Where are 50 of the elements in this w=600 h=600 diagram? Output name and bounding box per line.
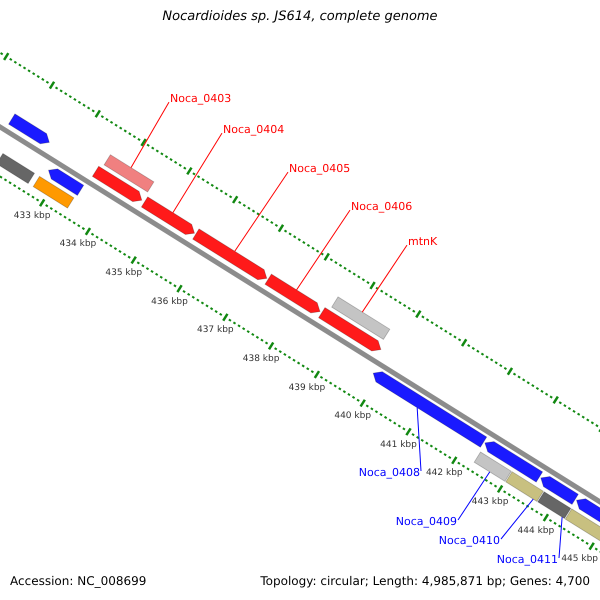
gene-feature-block	[0, 152, 36, 184]
gene-feature-block	[331, 296, 390, 340]
gene-label: Noca_0411	[496, 554, 558, 566]
gene-label: Noca_0404	[223, 124, 284, 136]
gene-label: Noca_0408	[358, 467, 420, 480]
scale-label: 433 kbp	[14, 212, 50, 222]
scale-label: 434 kbp	[60, 240, 96, 250]
gene-feature-pointed	[264, 274, 321, 314]
scale-label: 444 kbp	[518, 526, 554, 536]
gene-label: Noca_0406	[351, 201, 412, 214]
scale-label: 435 kbp	[105, 269, 142, 279]
gene-feature-pointed	[318, 307, 382, 352]
gene-feature-pointed	[8, 113, 50, 144]
leader-line	[296, 210, 350, 290]
leader-line	[416, 407, 422, 472]
gene-label: Noca_0410	[438, 535, 500, 548]
diagram-title: Nocardioides sp. JS614, complete genome	[161, 10, 439, 24]
gene-feature-block	[474, 451, 512, 482]
gene-feature-block	[537, 491, 572, 520]
scale-label: 441 kbp	[380, 440, 417, 451]
gene-label: Noca_0403	[170, 93, 232, 106]
gene-feature-block	[104, 154, 154, 193]
leader-line	[558, 516, 563, 558]
gene-feature-pointed	[372, 371, 488, 448]
scale-label: 437 kbp	[196, 326, 234, 336]
gene-label: mtnK	[408, 236, 438, 248]
leader-line	[172, 132, 222, 214]
scale-label: 443 kbp	[472, 498, 508, 508]
leader-line	[234, 172, 288, 252]
scale-label: 439 kbp	[288, 384, 326, 394]
scale-label: 445 kbp	[561, 555, 598, 566]
gene-feature-pointed	[192, 228, 268, 280]
gene-feature-pointed	[484, 441, 544, 483]
accession-text: Accession: NC_008699	[10, 575, 146, 588]
scale-label: 436 kbp	[151, 298, 188, 308]
scale-label: 440 kbp	[334, 412, 372, 422]
gene-feature-pointed	[92, 166, 142, 202]
genome-info-text: Topology: circular; Length: 4,985,871 bp; Genes: 4,700	[260, 575, 590, 588]
scale-label: 442 kbp	[426, 469, 463, 480]
gene-feature-pointed	[540, 476, 579, 505]
leader-line	[458, 471, 490, 520]
gene-feature-pointed	[48, 168, 84, 196]
gene-feature-block	[32, 176, 74, 209]
gene-feature-pointed	[140, 196, 196, 235]
leader-line	[500, 498, 534, 540]
scale-label: 438 kbp	[242, 354, 280, 365]
gene-label: Noca_0409	[396, 516, 457, 528]
leader-line	[362, 244, 408, 313]
leader-line	[130, 102, 170, 168]
gene-label: Noca_0405	[289, 163, 350, 176]
